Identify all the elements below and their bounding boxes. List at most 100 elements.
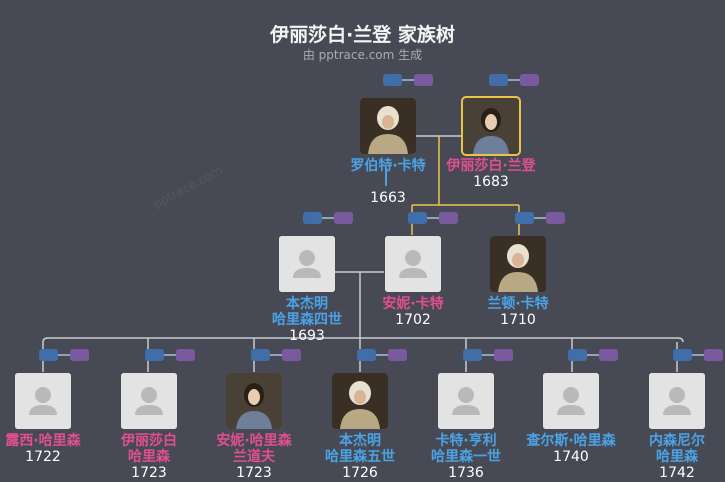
person-name[interactable]: 伊丽莎白哈里森 [94, 433, 204, 465]
person-birth-year: 1723 [236, 465, 272, 481]
person-name[interactable]: 兰顿·卡特 [463, 296, 573, 312]
person-name[interactable]: 本杰明哈里森五世 [305, 433, 415, 465]
relation-chips[interactable] [357, 349, 409, 361]
person-placeholder-icon[interactable] [649, 373, 705, 429]
person-name-line1: 内森尼尔 [649, 433, 705, 449]
person-name[interactable]: 安妮·哈里森兰道夫 [199, 433, 309, 465]
person-birth-year: 1693 [289, 328, 325, 344]
relation-chips[interactable] [408, 212, 460, 224]
parents-chip[interactable] [251, 349, 270, 361]
parents-chip[interactable] [568, 349, 587, 361]
chip-connector [508, 79, 520, 81]
person-name-line1: 伊丽莎白·兰登 [446, 158, 536, 174]
portrait-man-icon[interactable] [360, 98, 416, 154]
spouse-chip[interactable] [282, 349, 301, 361]
person-placeholder-icon[interactable] [438, 373, 494, 429]
person-birth-year: 1726 [342, 465, 378, 481]
portrait-woman-icon[interactable] [226, 373, 282, 429]
spouse-chip[interactable] [70, 349, 89, 361]
person-placeholder-icon[interactable] [121, 373, 177, 429]
relation-chips[interactable] [515, 212, 567, 224]
relation-chips[interactable] [489, 74, 541, 86]
person-name-line2: 哈里森 [656, 449, 698, 465]
spouse-chip[interactable] [414, 74, 433, 86]
chip-connector [402, 79, 414, 81]
spouse-chip[interactable] [439, 212, 458, 224]
person-birth-year: 1663 [370, 190, 406, 206]
relation-chips[interactable] [251, 349, 303, 361]
person-name-line1: 罗伯特·卡特 [350, 158, 426, 174]
parents-chip[interactable] [515, 212, 534, 224]
person-name-line1: 查尔斯·哈里森 [526, 433, 616, 449]
chip-connector [164, 354, 176, 356]
person-birth-year: 1722 [25, 449, 61, 465]
chip-connector [376, 354, 388, 356]
person-name-line1: 露西·哈里森 [5, 433, 81, 449]
spouse-chip[interactable] [334, 212, 353, 224]
person-placeholder-icon[interactable] [543, 373, 599, 429]
relation-chips[interactable] [673, 349, 725, 361]
person-placeholder-icon[interactable] [15, 373, 71, 429]
page-subtitle: 由 pptrace.com 生成 [302, 48, 423, 62]
person-name-line2: 哈里森五世 [325, 449, 395, 465]
chip-connector [692, 354, 704, 356]
parents-chip[interactable] [39, 349, 58, 361]
person-name[interactable]: 内森尼尔哈里森 [622, 433, 725, 465]
page-title: 伊丽莎白·兰登 家族树 [270, 24, 455, 46]
person-name-line1: 安妮·哈里森 [216, 433, 292, 449]
person-name[interactable]: 伊丽莎白·兰登 [436, 158, 546, 174]
person-name-line2: 兰道夫 [233, 449, 275, 465]
relation-chips[interactable] [39, 349, 91, 361]
parents-chip[interactable] [145, 349, 164, 361]
parents-chip[interactable] [383, 74, 402, 86]
portrait-woman-icon[interactable] [463, 98, 519, 154]
spouse-chip[interactable] [388, 349, 407, 361]
person-name-line1: 本杰明 [286, 296, 328, 312]
person-birth-year: 1710 [500, 312, 536, 328]
parents-chip[interactable] [463, 349, 482, 361]
person-name-line1: 兰顿·卡特 [487, 296, 549, 312]
chip-connector [270, 354, 282, 356]
portrait-man-icon[interactable] [332, 373, 388, 429]
person-birth-year: 1683 [473, 174, 509, 190]
person-name[interactable]: 查尔斯·哈里森 [516, 433, 626, 449]
person-birth-year: 1740 [553, 449, 589, 465]
person-name[interactable]: 露西·哈里森 [0, 433, 98, 449]
relation-chips[interactable] [568, 349, 620, 361]
chip-connector [587, 354, 599, 356]
portrait-man-icon[interactable] [490, 236, 546, 292]
person-name[interactable]: 罗伯特·卡特 [333, 158, 443, 174]
person-birth-year: 1742 [659, 465, 695, 481]
parents-chip[interactable] [408, 212, 427, 224]
person-placeholder-icon[interactable] [279, 236, 335, 292]
person-birth-year: 1736 [448, 465, 484, 481]
spouse-chip[interactable] [494, 349, 513, 361]
chip-connector [427, 217, 439, 219]
relation-chips[interactable] [463, 349, 515, 361]
chip-connector [534, 217, 546, 219]
parents-chip[interactable] [673, 349, 692, 361]
person-placeholder-icon[interactable] [385, 236, 441, 292]
chip-connector [322, 217, 334, 219]
relation-chips[interactable] [145, 349, 197, 361]
person-name[interactable]: 本杰明哈里森四世 [252, 296, 362, 328]
relation-chips[interactable] [383, 74, 435, 86]
parents-chip[interactable] [489, 74, 508, 86]
spouse-chip[interactable] [546, 212, 565, 224]
spouse-chip[interactable] [599, 349, 618, 361]
person-birth-year: 1723 [131, 465, 167, 481]
person-name-line1: 本杰明 [339, 433, 381, 449]
spouse-chip[interactable] [520, 74, 539, 86]
person-name-line1: 伊丽莎白 [121, 433, 177, 449]
parents-chip[interactable] [303, 212, 322, 224]
person-name[interactable]: 安妮·卡特 [358, 296, 468, 312]
person-name-line1: 安妮·卡特 [382, 296, 444, 312]
person-name-line2: 哈里森一世 [431, 449, 501, 465]
person-name-line2: 哈里森四世 [272, 312, 342, 328]
parents-chip[interactable] [357, 349, 376, 361]
spouse-chip[interactable] [704, 349, 723, 361]
person-name-line2: 哈里森 [128, 449, 170, 465]
person-name[interactable]: 卡特·亨利哈里森一世 [411, 433, 521, 465]
relation-chips[interactable] [303, 212, 355, 224]
spouse-chip[interactable] [176, 349, 195, 361]
